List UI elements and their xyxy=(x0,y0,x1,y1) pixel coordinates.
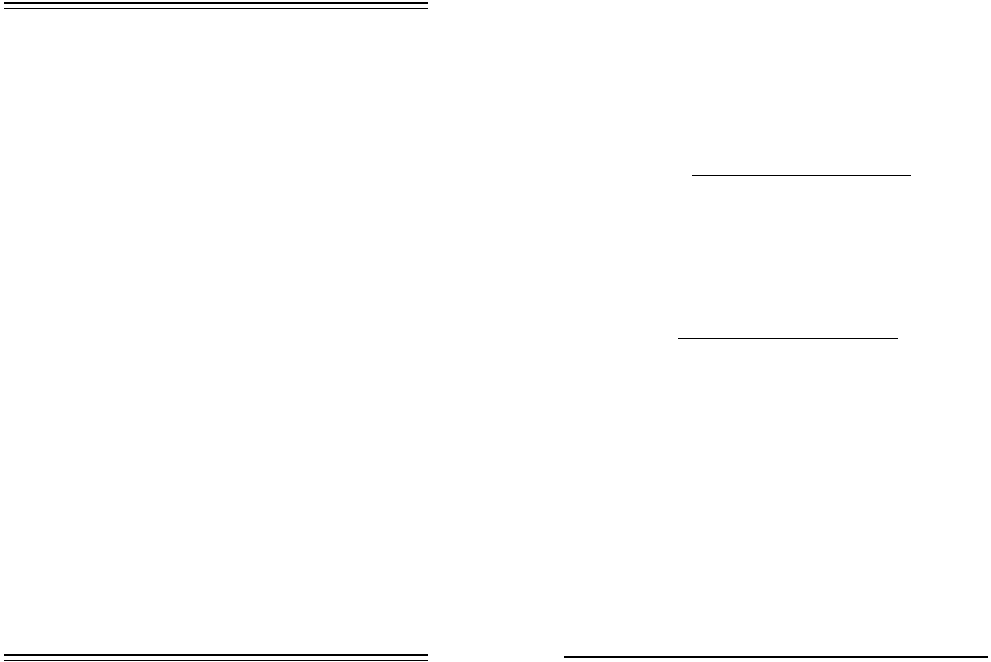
fill-in-blank-line-1[interactable] xyxy=(692,175,911,176)
fill-in-blank-line-2[interactable] xyxy=(678,338,898,339)
header-double-rule xyxy=(4,2,428,9)
right-page xyxy=(550,0,991,662)
footer-rule xyxy=(564,656,988,658)
left-page xyxy=(0,0,440,662)
footer-double-rule xyxy=(4,654,428,661)
